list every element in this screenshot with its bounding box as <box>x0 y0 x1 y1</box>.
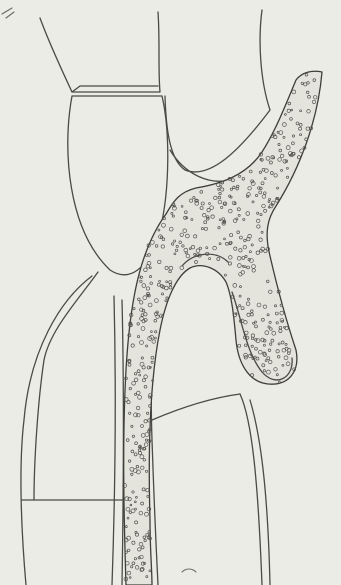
hypha-outline <box>124 71 322 585</box>
bottom-mark <box>182 569 196 572</box>
cell-upper-left <box>40 12 160 92</box>
cell-lower-left <box>21 276 92 585</box>
cell-upper-right <box>165 10 270 172</box>
corner-mark <box>2 8 14 18</box>
hypha <box>123 71 322 585</box>
